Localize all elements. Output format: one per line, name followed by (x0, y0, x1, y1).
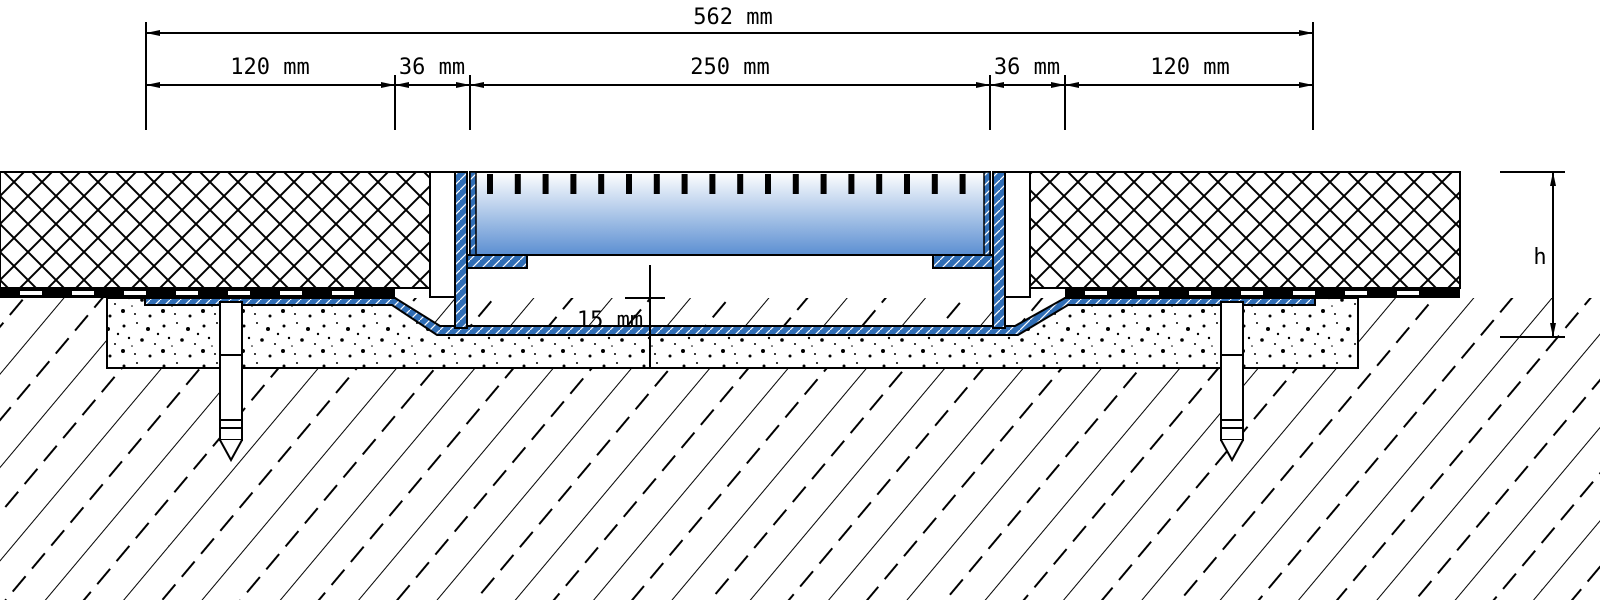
grate-slot (598, 174, 605, 194)
grate-slot (737, 174, 744, 194)
grate-slot (487, 174, 493, 194)
dimension-lines (145, 22, 1565, 368)
grate-slot (514, 174, 521, 194)
grate-slot (765, 174, 771, 194)
channel-body (144, 171, 1316, 336)
grate-slot (904, 174, 910, 194)
drain-grate (469, 171, 991, 256)
tile-right (1029, 171, 1461, 289)
dim-depth: 15 mm (577, 308, 643, 333)
dim-left-flange: 120 mm (230, 55, 309, 80)
tile-left (0, 171, 431, 289)
grate-slot (792, 174, 799, 194)
grate-slot (653, 174, 660, 194)
dim-left-gap: 36 mm (399, 55, 465, 80)
dim-channel: 250 mm (690, 55, 769, 80)
grate-slot (626, 174, 632, 194)
dim-right-flange: 120 mm (1150, 55, 1229, 80)
anchor-bolt-right (1220, 301, 1244, 463)
anchor-bolt-left (219, 301, 243, 463)
grate-slot (931, 174, 938, 194)
dim-height: h (1533, 245, 1546, 270)
grate-slot (959, 174, 966, 194)
dim-right-gap: 36 mm (994, 55, 1060, 80)
membrane-strip (0, 288, 1460, 298)
dim-total: 562 mm (693, 5, 772, 30)
grate-slot (570, 174, 577, 194)
grate-slot (681, 174, 688, 194)
grate-slot (848, 174, 855, 194)
grate-slot (709, 174, 716, 194)
grate-slot (820, 174, 827, 194)
grate-slot (876, 174, 883, 194)
grate-slot (542, 174, 549, 194)
